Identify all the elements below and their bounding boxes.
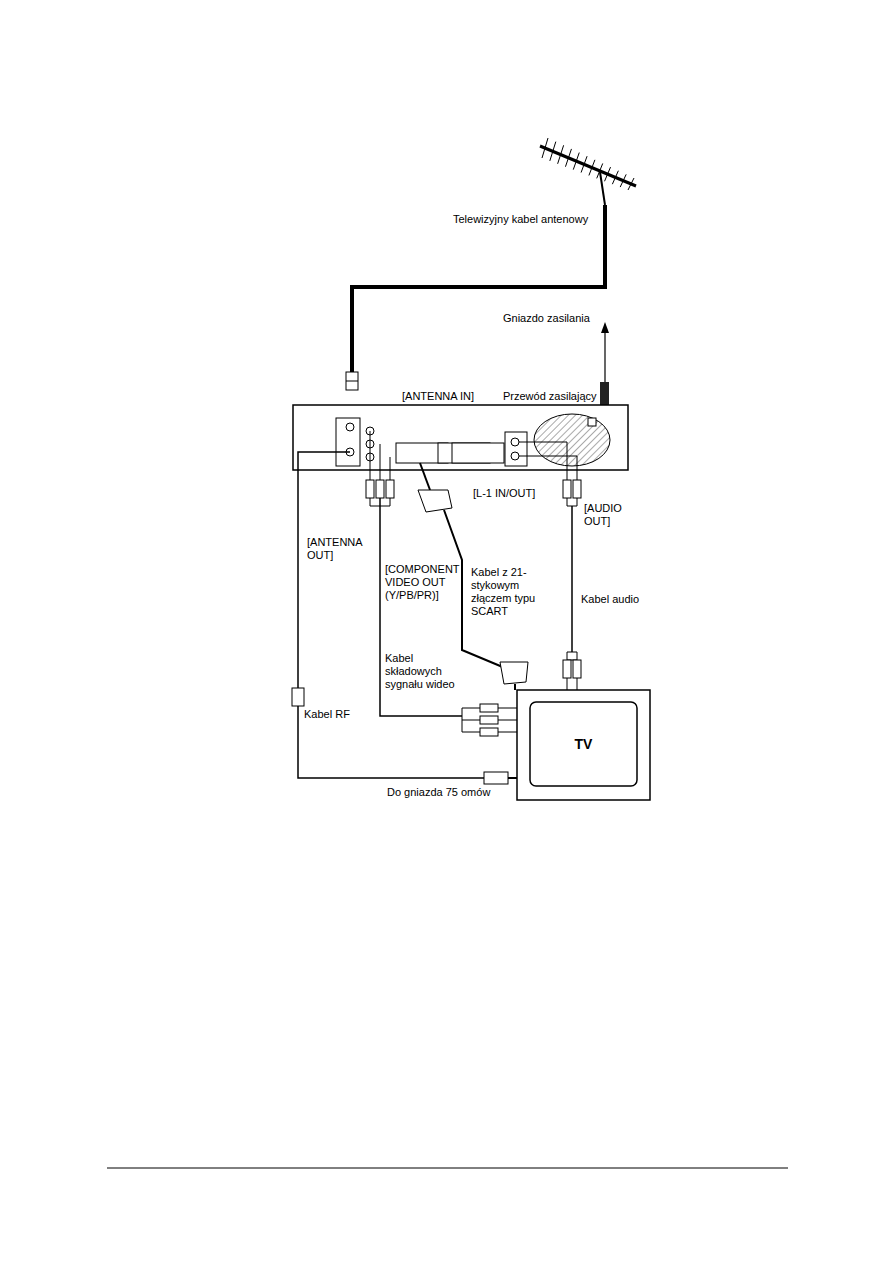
port-label: [L-1 IN/OUT] — [472, 487, 536, 500]
port-label: [ANTENNA OUT] — [306, 536, 378, 562]
port-label: [AUDIO OUT] — [583, 502, 635, 528]
cable-label: Kabel RF — [303, 708, 351, 721]
socket-label: Do gniazda 75 omów — [386, 786, 491, 799]
cable-label: Przewód zasilający — [502, 390, 598, 403]
cable-label: Kabel audio — [580, 593, 640, 606]
tv-label: TV — [575, 736, 593, 752]
cable-label: Kabel z 21-stykowym złączem typu SCART — [470, 566, 552, 618]
cable-label: Kabel składowych sygnału wideo — [384, 652, 462, 691]
tv-screen: TV — [530, 702, 637, 786]
port-label: [ANTENNA IN] — [401, 390, 475, 403]
socket-label: Gniazdo zasilania — [502, 312, 591, 325]
port-label: [COMPONENT VIDEO OUT (Y/PB/PR)] — [384, 563, 458, 602]
cable-label: Telewizyjny kabel antenowy — [452, 213, 589, 226]
